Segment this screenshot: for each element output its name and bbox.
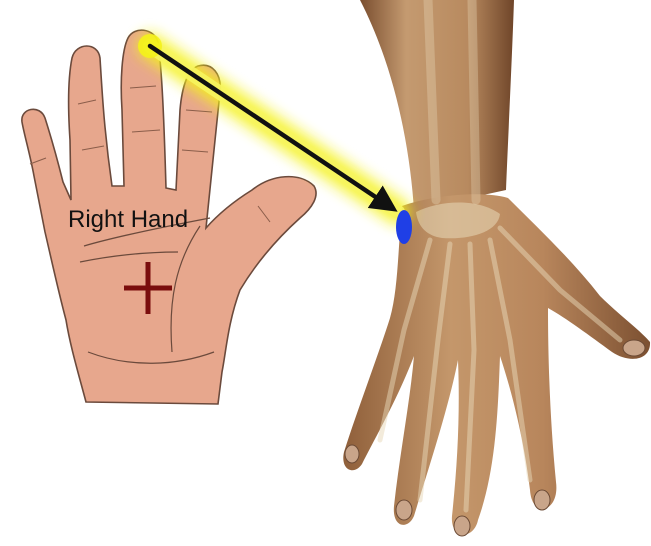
acupoint-dot-icon — [396, 210, 412, 244]
hand-label: Right Hand — [68, 206, 188, 233]
anatomical-hand-icon — [343, 0, 650, 536]
hand-dorsum — [343, 194, 650, 534]
